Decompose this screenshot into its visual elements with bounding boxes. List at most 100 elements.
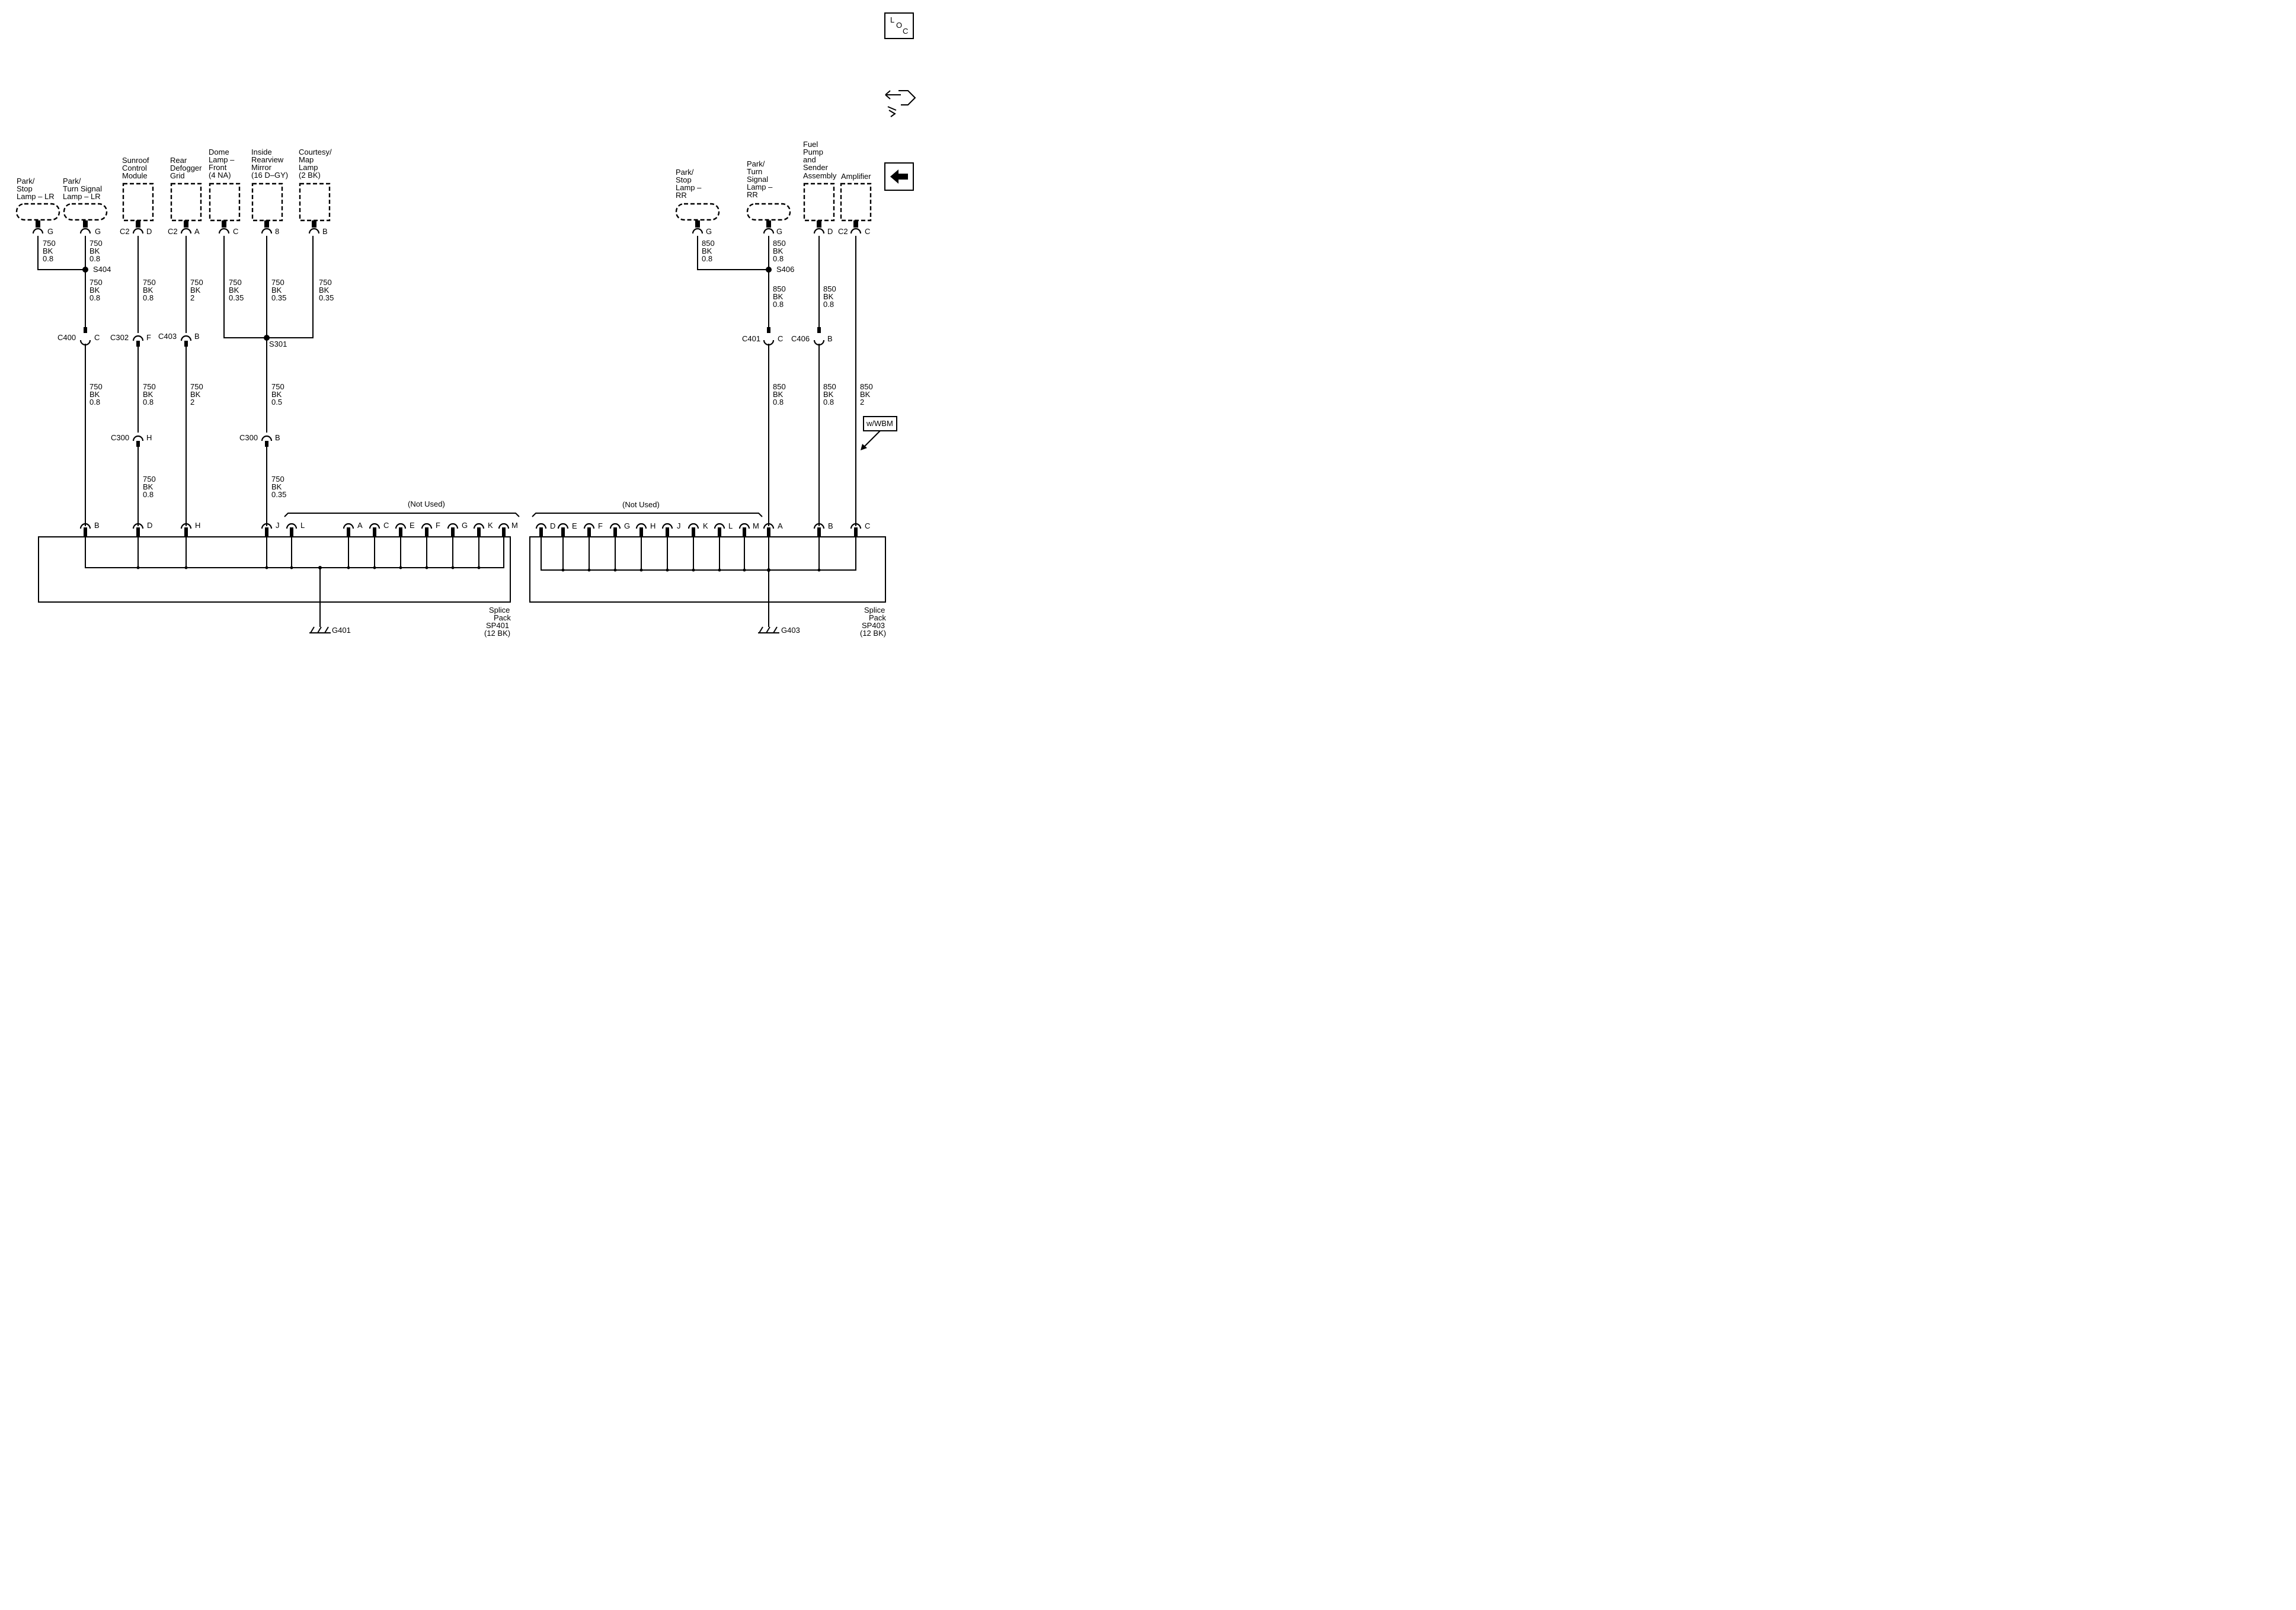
diagram-label: S406	[776, 265, 794, 274]
diagram-label: C	[865, 521, 870, 530]
amplifier: Amplifier	[840, 172, 871, 222]
diagram-label: Assembly	[803, 171, 837, 180]
diagram-label: Map	[299, 155, 314, 164]
diagram-label: Courtesy/	[299, 148, 332, 156]
diagram-label: 750	[89, 382, 103, 391]
diagram-label: Front	[209, 163, 227, 172]
diagram-label: BK	[143, 482, 154, 491]
diagram-label: Pump	[803, 148, 823, 156]
diagram-label: Rear	[170, 156, 187, 165]
right-component-pins: G G D C2 C	[692, 220, 870, 236]
diagram-label: (16 D–GY)	[251, 171, 288, 180]
diagram-label: SP403	[862, 621, 885, 630]
diagram-label: C403	[158, 332, 177, 341]
diagram-label: Sunroof	[122, 156, 149, 165]
diagram-label: 750	[271, 382, 284, 391]
diagram-label: (12 BK)	[484, 629, 510, 638]
diagram-label: (Not Used)	[622, 500, 660, 509]
diagram-label: H	[650, 521, 655, 530]
diagram-label: B	[322, 227, 328, 236]
diagram-label: BK	[773, 390, 784, 399]
diagram-label: 750	[143, 475, 156, 484]
diagram-label: Stop	[676, 175, 692, 184]
left-component-pins: G G C2 D C2 A C 8 B	[32, 220, 328, 236]
diagram-label: 750	[43, 239, 56, 248]
diagram-label: G403	[781, 626, 800, 635]
diagram-label: C	[94, 333, 100, 342]
diagram-label: C300	[111, 433, 129, 442]
connector-wrench-icon[interactable]	[885, 90, 916, 117]
loc-icon[interactable]: L O C	[884, 12, 914, 39]
diagram-label: 0.8	[823, 398, 834, 406]
diagram-label: L	[890, 15, 894, 24]
diagram-label: Rearview	[251, 155, 284, 164]
diagram-label: L	[728, 521, 733, 530]
diagram-label: 0.8	[143, 490, 154, 499]
wbm-option-callout: w/WBM	[861, 416, 897, 450]
diagram-label: Lamp – LR	[63, 192, 101, 201]
diagram-label: Amplifier	[841, 172, 871, 181]
diagram-label: C	[383, 521, 389, 530]
diagram-label: C	[865, 227, 870, 236]
diagram-label: C	[903, 27, 908, 36]
diagram-label: 0.8	[89, 254, 100, 263]
diagram-label: 2	[190, 398, 194, 406]
diagram-label: Pack	[494, 613, 511, 622]
back-arrow-icon[interactable]	[884, 162, 914, 191]
diagram-label: K	[703, 521, 708, 530]
diagram-label: Mirror	[251, 163, 272, 172]
diagram-label: BK	[43, 247, 53, 255]
diagram-label: D	[550, 521, 555, 530]
diagram-label: Stop	[17, 184, 33, 193]
diagram-label: 750	[271, 278, 284, 287]
diagram-label: Grid	[170, 171, 185, 180]
diagram-label: 750	[190, 278, 203, 287]
diagram-label: C400	[57, 333, 76, 342]
diagram-label: SP401	[486, 621, 509, 630]
diagram-label: Park/	[676, 168, 694, 177]
diagram-label: D	[147, 521, 152, 530]
diagram-label: (4 NA)	[209, 171, 231, 180]
diagram-label: Pack	[869, 613, 886, 622]
dome-lamp-front: Dome Lamp – Front (4 NA)	[209, 148, 241, 222]
diagram-label: 0.8	[823, 300, 834, 309]
diagram-label: 850	[773, 284, 786, 293]
diagram-group	[136, 537, 481, 569]
diagram-label: F	[146, 333, 151, 342]
diagram-label: S404	[93, 265, 111, 274]
diagram-label: H	[146, 433, 152, 442]
diagram-label: 750	[271, 475, 284, 484]
splice-pack-sp403: D E F G H J K L M A B C Splice Pack SP40…	[529, 521, 886, 638]
diagram-label: M	[753, 521, 759, 530]
diagram-label: Splice	[864, 606, 885, 614]
diagram-label: G401	[332, 626, 351, 635]
diagram-label: M	[511, 521, 518, 530]
diagram-label: 750	[89, 239, 103, 248]
diagram-label: Turn	[747, 167, 762, 176]
wiring-diagram: L O C Park/ Stop Lamp – LR Park/ Turn Si…	[15, 12, 916, 638]
diagram-label: C2	[120, 227, 130, 236]
diagram-label: D	[146, 227, 152, 236]
rear-defogger-grid: Rear Defogger Grid	[170, 156, 202, 222]
diagram-label: BK	[143, 390, 154, 399]
diagram-label: BK	[190, 286, 201, 295]
right-not-used-bracket: (Not Used)	[532, 500, 763, 517]
diagram-label: (12 BK)	[860, 629, 886, 638]
diagram-label: Signal	[747, 175, 768, 184]
diagram-label: C2	[838, 227, 848, 236]
diagram-label: 8	[275, 227, 279, 236]
diagram-label: BK	[773, 247, 784, 255]
diagram-label: BK	[143, 286, 154, 295]
sp401-pin-labels: B D H J L A C E F G K M	[94, 521, 518, 530]
park-stop-lamp-lr: Park/ Stop Lamp – LR	[15, 177, 60, 221]
diagram-label: 2	[190, 293, 194, 302]
diagram-label: Defogger	[170, 164, 202, 172]
sunroof-control-module: Sunroof Control Module	[122, 156, 154, 222]
diagram-label: 750	[190, 382, 203, 391]
diagram-label: BK	[89, 390, 100, 399]
diagram-label: BK	[860, 390, 871, 399]
park-stop-lamp-rr: Park/ Stop Lamp – RR	[675, 168, 720, 221]
right-wires	[697, 236, 856, 526]
